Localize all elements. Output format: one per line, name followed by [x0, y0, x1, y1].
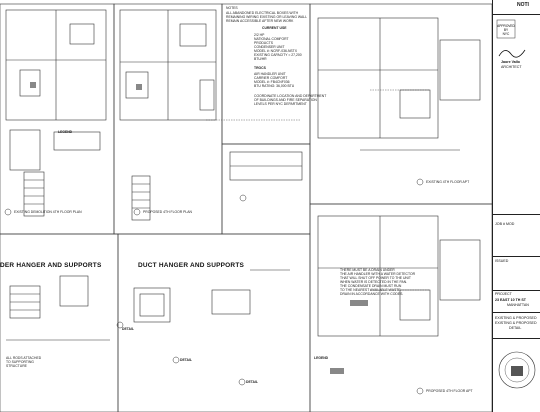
proposed-plan-label: PROPOSED 4TH FLOOR PLAN	[143, 210, 192, 214]
cad-linework	[0, 3, 492, 412]
equipment-2-line-2: CARRIER COMFORT	[254, 76, 288, 80]
equipment-note-3: LEVELS PER NYC DEPARTMENT	[254, 102, 307, 106]
engineer-seal	[498, 351, 536, 389]
equipment-2-line-3: MODEL #: FB4CNF036	[254, 80, 290, 84]
detail-label-1: DETAIL	[122, 327, 134, 331]
note-bottom-3: THAT WILL SHUT OFF POWER TO THE UNIT	[340, 276, 411, 280]
legend-2-label: LEGEND	[314, 356, 329, 360]
equipment-1-line-6: EXISTING CAPACITY = 27,200	[254, 53, 302, 57]
section-header-hangers: DER HANGER AND SUPPORTS	[0, 262, 102, 269]
existing-apt-label: EXISTING 4TH FLOOR APT	[426, 180, 470, 184]
note-bottom-5: THE CONDENSATE DRAIN MUST RUN	[340, 284, 402, 288]
equipment-note-1: COORDINATE LOCATION AND DEPARTMENT	[254, 94, 327, 98]
title-block-top: NOTI	[517, 2, 529, 8]
equipment-note-2: OF BUILDINGS AND FIRE SEPARATION	[254, 98, 317, 102]
current-use-heading: CURRENT USE	[262, 26, 287, 30]
architect-sub: ARCHITECT	[501, 65, 522, 69]
approval-seal: APPROVED BY NYC	[496, 19, 526, 58]
equipment-2-line-4: BTU RATING: 36,000 BTU	[254, 84, 295, 88]
note-bottom-7: DRAIN IN ACCORDANCE WITH CODES.	[340, 292, 404, 296]
notes-line-1: ALL ABANDONED ELECTRICAL BOXES WITH	[226, 11, 299, 15]
notes-line-3: REMAIN ACCESSIBLE AFTER NEW WORK	[226, 19, 294, 23]
sheet-title-2: EXISTING & PROPOSED	[495, 321, 537, 325]
title-block: NOTI APPROVED BY NYC Jaore Vallo ARCHITE…	[492, 0, 540, 412]
legend-label: LEGEND	[58, 130, 73, 134]
equipment-1-line-4: CONDENSER UNIT	[254, 45, 285, 49]
equipment-1-line-7: BTU/HR	[254, 57, 267, 61]
project-city: MANHATTAN	[507, 303, 529, 307]
sheet-title-1: EXISTING & PROPOSED	[495, 316, 537, 320]
trocs-heading: TROCS	[254, 66, 266, 70]
equipment-1-line-3: PRODUCTS	[254, 41, 274, 45]
job-number: JOB # MOD	[495, 222, 515, 226]
existing-plan-label: EXISTING DEMOLITION 4TH FLOOR PLAN	[14, 210, 82, 214]
detail-label-2: DETAIL	[180, 358, 192, 362]
notes-heading: NOTES	[226, 6, 238, 10]
issued-label: ISSUED	[495, 259, 509, 263]
installation-note-1: ALL RODS ATTACHED	[6, 356, 42, 360]
note-bottom-2: THE AIR HANDLER WITH A WATER DETECTOR	[340, 272, 416, 276]
section-header-duct-hangers: DUCT HANGER AND SUPPORTS	[138, 262, 245, 269]
note-bottom-6: TO THE NEAREST AVAILABLE WASTE	[340, 288, 401, 292]
svg-text:APPROVED: APPROVED	[497, 24, 515, 28]
installation-note-3: STRUCTURE	[6, 364, 27, 368]
equipment-1-line-1: 2/2 HP	[254, 33, 265, 37]
detail-label-3: DETAIL	[246, 380, 258, 384]
svg-text:NYC: NYC	[503, 32, 510, 36]
note-bottom-4: WHEN WATER IS DETECTED IN THE PAN.	[340, 280, 408, 284]
svg-text:BY: BY	[504, 28, 509, 32]
notes-line-2: REMAINING WIRING EXISTING OR LEAVING WAL…	[226, 15, 308, 19]
equipment-1-line-5: MODEL #: NCRF-036-NSTX	[254, 49, 298, 53]
installation-note-2: TO SUPPORTING	[6, 360, 34, 364]
proposed-apt-label: PROPOSED 4TH FLOOR APT	[426, 389, 473, 393]
architect-name: Jaore Vallo	[501, 60, 520, 64]
project-label: PROJECT	[495, 292, 512, 296]
project-address: 23 EAST 10 TH ST	[495, 298, 526, 302]
sheet-title-3: DETAIL	[509, 326, 522, 330]
equipment-2-line-1: AIR HANDLER UNIT	[254, 72, 286, 76]
note-bottom-1: THERE MUST BE A DRAIN UNDER	[340, 268, 395, 272]
equipment-1-line-2: NATIONAL COMFORT	[254, 37, 289, 41]
